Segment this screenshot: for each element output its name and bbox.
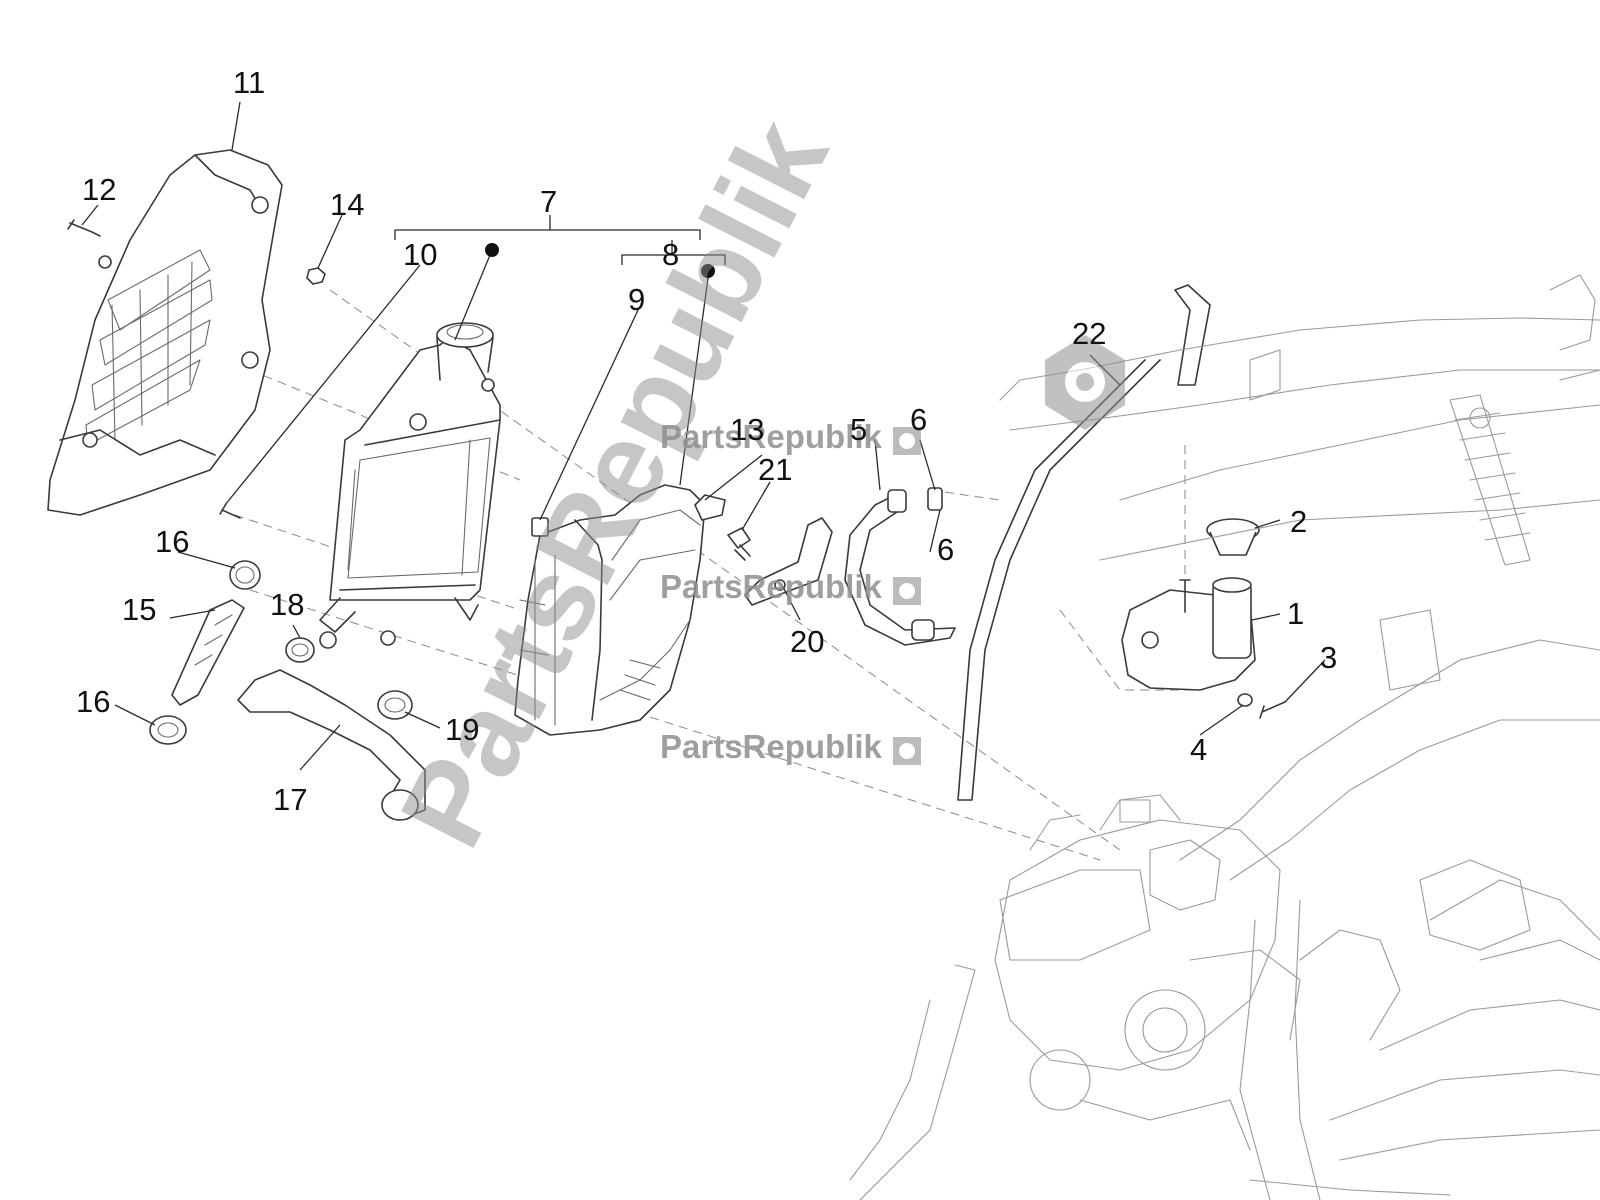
clamp-6 bbox=[927, 487, 943, 511]
part-label-16a: 16 bbox=[155, 524, 189, 559]
part-label-6b: 6 bbox=[937, 532, 954, 567]
gear-icon bbox=[893, 577, 921, 605]
gear-icon bbox=[893, 427, 921, 455]
part-label-6a: 6 bbox=[910, 402, 927, 437]
screw-12 bbox=[67, 219, 101, 237]
hose-22 bbox=[957, 284, 1211, 801]
bracket-20 bbox=[744, 517, 833, 606]
bolt-21 bbox=[727, 527, 751, 561]
gear-icon bbox=[1045, 335, 1125, 430]
tank-cap bbox=[1206, 518, 1260, 556]
part-label-8: 8 bbox=[662, 237, 679, 272]
part-label-10: 10 bbox=[403, 237, 437, 272]
part-label-4: 4 bbox=[1190, 732, 1207, 767]
screw-3 bbox=[1259, 701, 1286, 719]
washer-4 bbox=[1237, 693, 1253, 707]
bullet-markers bbox=[485, 243, 715, 278]
clamp-16-upper bbox=[229, 560, 261, 590]
part-label-3: 3 bbox=[1320, 640, 1337, 675]
screw-10 bbox=[219, 503, 241, 519]
part-label-20: 20 bbox=[790, 624, 824, 659]
spacer-13 bbox=[694, 494, 726, 521]
part-label-21: 21 bbox=[758, 452, 792, 487]
fan-shroud bbox=[514, 484, 706, 736]
expansion-tank bbox=[1121, 577, 1256, 691]
nut-14 bbox=[306, 267, 326, 285]
hose-17 bbox=[237, 669, 426, 821]
part-label-19: 19 bbox=[445, 712, 479, 747]
bullet-marker-shroud bbox=[701, 264, 715, 278]
watermark-small-text-3: PartsRepublik bbox=[660, 728, 883, 765]
part-label-12: 12 bbox=[82, 172, 116, 207]
part-label-2: 2 bbox=[1290, 504, 1307, 539]
bullet-marker-radiator bbox=[485, 243, 499, 257]
hose-5 bbox=[844, 489, 956, 646]
part-label-16b: 16 bbox=[76, 684, 110, 719]
part-label-1: 1 bbox=[1287, 596, 1304, 631]
part-label-15: 15 bbox=[122, 592, 156, 627]
part-label-7: 7 bbox=[540, 184, 557, 219]
part-label-18: 18 bbox=[270, 587, 304, 622]
part-label-14: 14 bbox=[330, 187, 364, 222]
coolant-pipe-15 bbox=[171, 599, 245, 706]
part-label-9: 9 bbox=[628, 282, 645, 317]
part-label-13: 13 bbox=[730, 412, 764, 447]
clamp-18 bbox=[285, 637, 315, 663]
radiator bbox=[319, 322, 501, 649]
part-label-5: 5 bbox=[850, 412, 867, 447]
watermark-small-text-2: PartsRepublik bbox=[660, 568, 883, 605]
part-label-17: 17 bbox=[273, 782, 307, 817]
radiator-cover bbox=[47, 149, 283, 516]
part-label-22: 22 bbox=[1072, 316, 1106, 351]
leader-lines bbox=[81, 101, 1326, 771]
clamp-16-lower bbox=[149, 715, 187, 745]
part-label-11: 11 bbox=[233, 65, 265, 100]
gear-icon bbox=[893, 737, 921, 765]
watermark-small-text-1: PartsRepublik bbox=[660, 418, 883, 455]
engine-background bbox=[994, 794, 1531, 1151]
clamp-19 bbox=[377, 690, 413, 720]
part-labels: 11 12 14 7 10 8 9 13 21 20 5 6 6 22 2 1 … bbox=[76, 65, 1337, 817]
